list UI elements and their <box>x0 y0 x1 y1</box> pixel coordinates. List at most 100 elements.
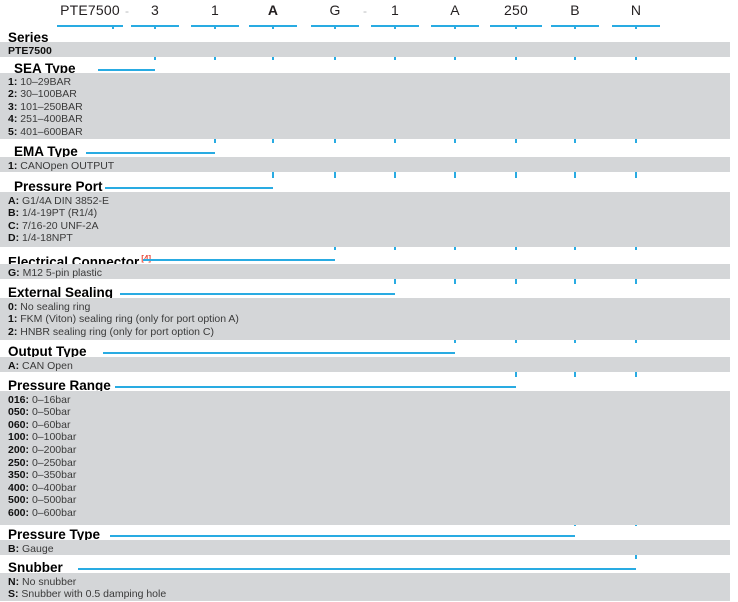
code-segment-underline-9 <box>551 25 599 27</box>
section-lead-line <box>103 352 455 354</box>
option-code: 4: <box>8 113 18 126</box>
option-row: N: No snubber <box>8 576 76 589</box>
code-segment-underline-5 <box>311 25 359 27</box>
option-row: 050: 0–50bar <box>8 406 70 419</box>
option-code: PTE7500 <box>8 44 52 57</box>
code-segment-underline-6 <box>371 25 419 27</box>
section-options-5: G: M12 5-pin plastic <box>0 264 730 279</box>
code-segment-4: A <box>267 2 279 18</box>
section-title-text: Pressure Type <box>8 527 101 542</box>
section-title: Pressure Type <box>8 526 100 543</box>
option-row: 2: HNBR sealing ring (only for port opti… <box>8 326 214 339</box>
option-description: M12 5-pin plastic <box>22 266 102 279</box>
option-description: No sealing ring <box>20 300 91 313</box>
option-code: S: <box>8 588 19 601</box>
section-lead-line <box>98 69 155 71</box>
option-code: 400: <box>8 481 30 494</box>
section-title: Pressure Range <box>8 377 111 394</box>
code-segment-3: 1 <box>211 2 219 18</box>
option-code: 2: <box>8 325 18 338</box>
option-row: PTE7500 <box>8 45 52 58</box>
option-row: 400: 0–400bar <box>8 482 76 495</box>
code-segment-2: 3 <box>151 2 159 18</box>
option-code: C: <box>8 219 20 232</box>
section-lead-line <box>115 386 516 388</box>
section-title-text: SEA Type <box>14 61 76 76</box>
option-row: G: M12 5-pin plastic <box>8 267 102 280</box>
option-description: 7/16-20 UNF-2A <box>22 219 99 232</box>
option-description: 251–400BAR <box>20 113 83 126</box>
option-code: 050: <box>8 406 30 419</box>
code-separator-1: - <box>125 4 129 18</box>
option-code: B: <box>8 207 20 220</box>
section-title-text: Pressure Port <box>14 179 103 194</box>
section-title: External Sealing <box>8 284 113 301</box>
section-title: EMA Type <box>14 143 78 160</box>
section-lead-line <box>120 293 395 295</box>
option-code: 350: <box>8 469 30 482</box>
section-title-text: EMA Type <box>14 144 78 159</box>
section-title-text: Series <box>8 30 49 45</box>
option-row: 1: FKM (Viton) sealing ring (only for po… <box>8 313 239 326</box>
option-code: 2: <box>8 88 18 101</box>
code-segment-6: 1 <box>391 2 399 18</box>
section-header-9: Pressure Type <box>0 526 738 544</box>
section-lead-line <box>105 187 273 189</box>
section-title: Series <box>8 29 49 46</box>
option-row: 1: 10–29BAR <box>8 76 71 89</box>
option-row: B: 1/4-19PT (R1/4) <box>8 207 97 220</box>
option-description: 0–600bar <box>31 506 77 519</box>
option-description: CANOpen OUTPUT <box>20 159 115 172</box>
section-header-4: Pressure Port <box>0 178 738 196</box>
option-description: 0–50bar <box>31 406 71 419</box>
section-title-text: Output Type <box>8 344 87 359</box>
section-title: Pressure Port <box>14 178 103 195</box>
option-row: 4: 251–400BAR <box>8 113 83 126</box>
option-description: 0–200bar <box>31 443 77 456</box>
option-code: 0: <box>8 300 18 313</box>
option-description: Gauge <box>22 542 54 555</box>
option-row: A: CAN Open <box>8 360 73 373</box>
option-description: 10–29BAR <box>20 75 72 88</box>
option-description: Snubber with 0.5 damping hole <box>21 588 167 601</box>
code-segment-5: G <box>329 2 341 18</box>
option-description: 30–100BAR <box>20 88 77 101</box>
section-title-text: Snubber <box>8 560 63 575</box>
option-code: A: <box>8 359 20 372</box>
option-code: G: <box>8 266 20 279</box>
code-segment-10: N <box>630 2 642 18</box>
option-row: 350: 0–350bar <box>8 469 76 482</box>
section-header-3: EMA Type <box>0 143 738 161</box>
option-description: No snubber <box>22 575 77 588</box>
option-row: D: 1/4-18NPT <box>8 232 73 245</box>
option-row: 5: 401–600BAR <box>8 126 83 139</box>
section-header-6: External Sealing <box>0 284 738 302</box>
option-code: D: <box>8 232 20 245</box>
option-code: 1: <box>8 75 18 88</box>
option-description: 0–350bar <box>31 469 77 482</box>
section-lead-line <box>143 259 335 261</box>
option-row: 1: CANOpen OUTPUT <box>8 160 114 173</box>
option-code: 060: <box>8 418 30 431</box>
option-row: 0: No sealing ring <box>8 301 90 314</box>
option-row: 016: 0–16bar <box>8 394 70 407</box>
option-description: 101–250BAR <box>20 100 83 113</box>
option-row: 060: 0–60bar <box>8 419 70 432</box>
option-row: 2: 30–100BAR <box>8 88 77 101</box>
code-segment-1: PTE7500 <box>60 2 120 18</box>
option-description: HNBR sealing ring (only for port option … <box>20 325 215 338</box>
option-row: 250: 0–250bar <box>8 457 76 470</box>
code-segment-9: B <box>570 2 580 18</box>
option-description: 0–500bar <box>31 494 77 507</box>
option-code: B: <box>8 542 20 555</box>
option-code: 5: <box>8 125 18 138</box>
option-code: 250: <box>8 456 30 469</box>
option-row: 100: 0–100bar <box>8 431 76 444</box>
section-title: Output Type <box>8 343 87 360</box>
section-options-1: PTE7500 <box>0 42 730 57</box>
